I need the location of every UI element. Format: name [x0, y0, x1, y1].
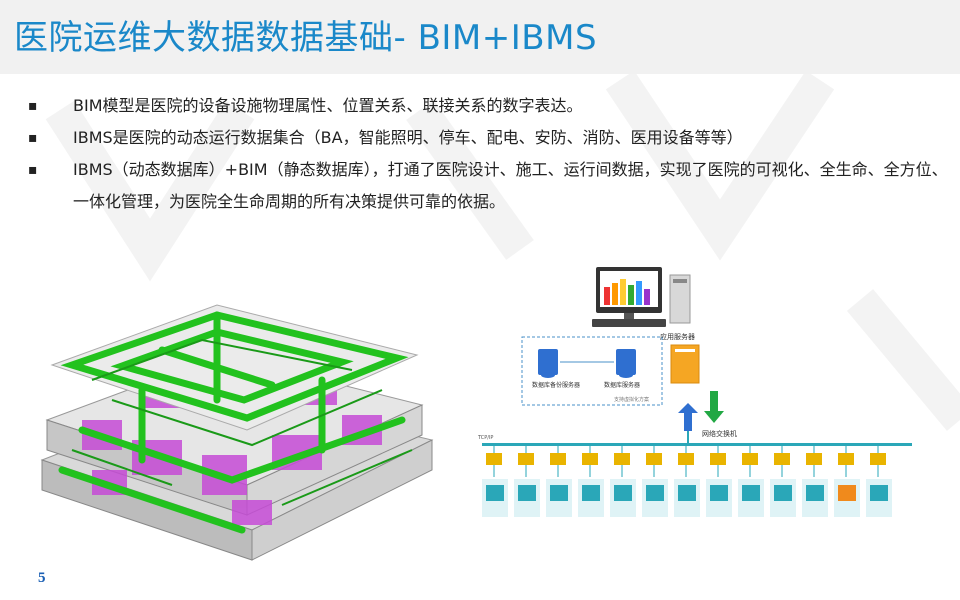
bullet-marker: ▪: [28, 162, 38, 178]
bim-green-ducts: [58, 311, 409, 534]
subsystem-module: [770, 446, 796, 517]
subsystem-module: [738, 446, 764, 517]
backup-server-label: 数据库备份服务器: [532, 381, 580, 389]
network-bus: [482, 443, 912, 446]
subsystem-module: [610, 446, 636, 517]
bullet-text: IBMS（动态数据库）+BIM（静态数据库），打通了医院设计、施工、运行间数据，…: [73, 160, 948, 211]
ibms-architecture-diagram: 应用服务器 数据库备份服务器 数据库服务器 支持虚拟化方案 网络交换机 TCP/…: [477, 267, 912, 517]
backup-server-icon: [538, 349, 558, 378]
db-server-icon: [616, 349, 636, 378]
subsystem-modules: [482, 446, 892, 517]
bullet-item: ▪ IBMS（动态数据库）+BIM（静态数据库），打通了医院设计、施工、运行间数…: [28, 154, 948, 218]
db-server-label: 数据库服务器: [604, 381, 640, 389]
server-group-box: [521, 336, 663, 406]
virtualization-label: 支持虚拟化方案: [614, 396, 649, 403]
bullet-item: ▪ BIM模型是医院的设备设施物理属性、位置关系、联接关系的数字表达。: [28, 90, 948, 122]
workstation-tower-icon: [669, 274, 691, 324]
subsystem-module: [642, 446, 668, 517]
bullet-marker: ▪: [28, 130, 38, 146]
workstation-monitor-icon: [592, 267, 666, 327]
subsystem-module: [482, 446, 508, 517]
bim-top-floor: [50, 304, 419, 431]
subsystem-module: [706, 446, 732, 517]
title-bar: [0, 0, 960, 74]
app-server-icon: [670, 344, 700, 384]
subsystem-module: [546, 446, 572, 517]
bullet-text: IBMS是医院的动态运行数据集合（BA，智能照明、停车、配电、安防、消防、医用设…: [73, 128, 743, 147]
subsystem-module: [866, 446, 892, 517]
bullet-list: ▪ BIM模型是医院的设备设施物理属性、位置关系、联接关系的数字表达。 ▪ IB…: [28, 90, 948, 218]
subsystem-module: [514, 446, 540, 517]
subsystem-module: [802, 446, 828, 517]
download-arrow-icon: [704, 391, 724, 423]
subsystem-module: [674, 446, 700, 517]
bullet-marker: ▪: [28, 98, 38, 114]
app-server-label: 应用服务器: [660, 332, 695, 341]
bullet-text: BIM模型是医院的设备设施物理属性、位置关系、联接关系的数字表达。: [73, 96, 583, 115]
subsystem-module: [578, 446, 604, 517]
bim-building-model-image: [40, 304, 434, 561]
switch-label: 网络交换机: [702, 429, 737, 438]
subsystem-module: [834, 446, 860, 517]
page-title: 医院运维大数据数据基础- BIM+IBMS: [14, 18, 598, 58]
bim-green-pipes: [71, 338, 413, 506]
protocol-label: TCP/IP: [477, 435, 493, 441]
upload-arrow-icon: [678, 403, 698, 431]
page-number: 5: [38, 570, 46, 586]
bullet-item: ▪ IBMS是医院的动态运行数据集合（BA，智能照明、停车、配电、安防、消防、医…: [28, 122, 948, 154]
